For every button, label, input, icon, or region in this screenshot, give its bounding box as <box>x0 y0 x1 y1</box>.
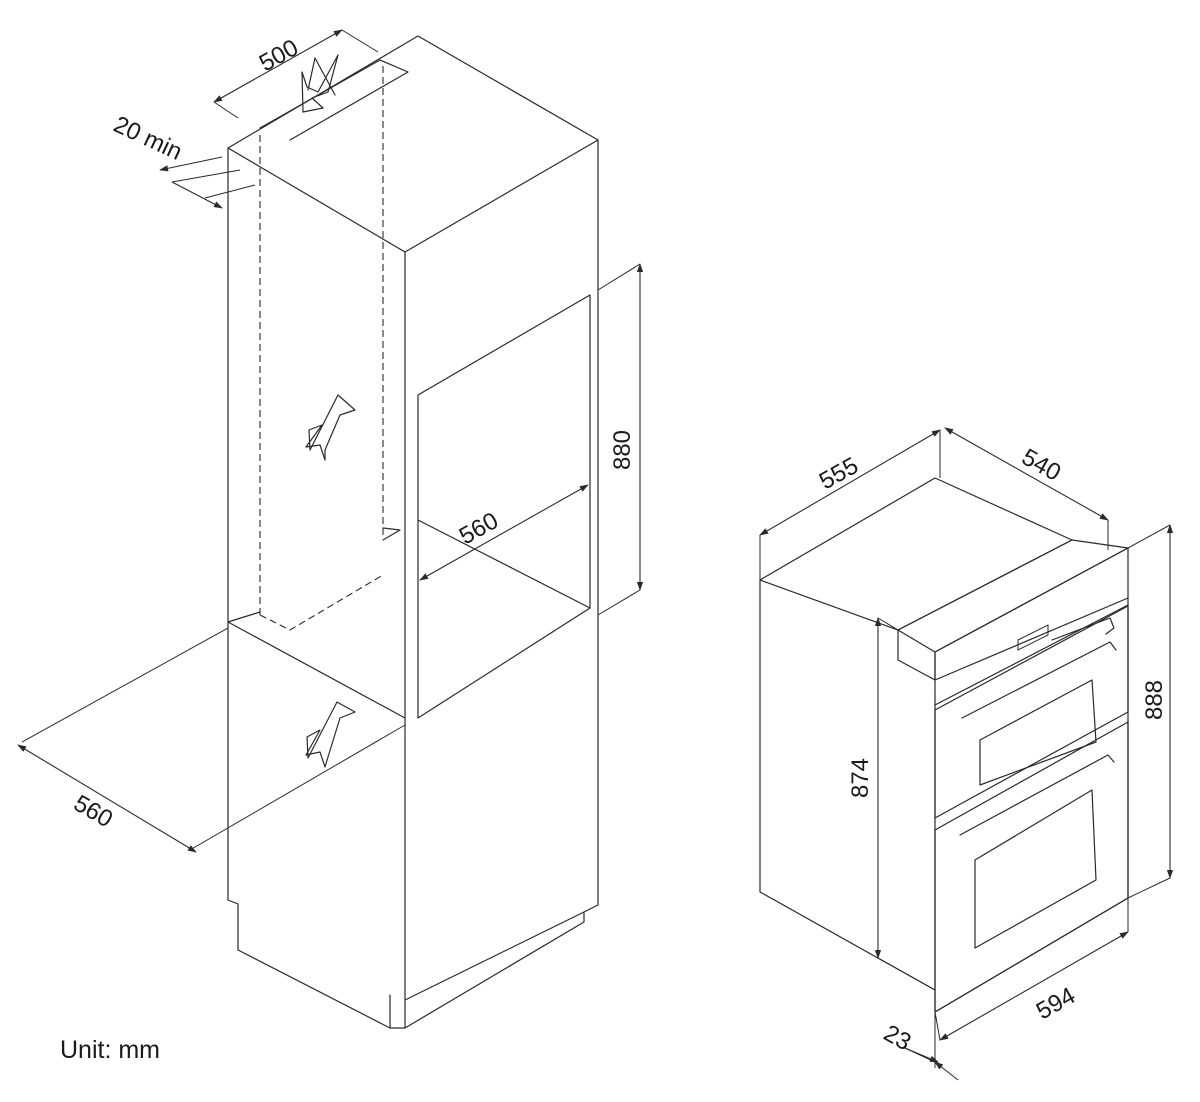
oven-side-label: 540 <box>1017 444 1065 487</box>
niche-width-dim <box>419 484 589 581</box>
unit-label: Unit: mm <box>60 1036 160 1064</box>
vent-width-dim <box>213 29 343 103</box>
oven-body <box>759 477 1073 991</box>
oven-width-dim <box>939 931 1129 1041</box>
rear-vent-bottom <box>382 527 401 541</box>
oven-depth-dim <box>759 429 941 536</box>
oven-depth-label: 555 <box>815 452 863 495</box>
gap-dim-1 <box>159 156 223 172</box>
main-oven-handle <box>959 754 1115 836</box>
floor-extension <box>21 627 406 851</box>
top-oven-window <box>979 679 1097 786</box>
top-handle <box>1051 617 1115 641</box>
airflow-arrow-icon <box>305 701 356 768</box>
oven-niche <box>417 294 591 719</box>
cabinet-depth-dim <box>17 744 197 853</box>
rear-vent-channel <box>259 66 384 631</box>
top-oven-handle <box>961 641 1117 719</box>
top-oven-door <box>934 605 1129 819</box>
oven-drawing: 555 540 888 874 594 23 <box>759 427 1174 1081</box>
vent-width-label: 500 <box>255 34 303 77</box>
cabinet-front-face <box>404 139 599 1001</box>
oven-width-label: 594 <box>1032 982 1080 1025</box>
cabinet-plinth <box>227 899 599 1029</box>
control-strip <box>934 597 1129 706</box>
front-thickness-dim-2 <box>934 1061 959 1081</box>
airflow-arrow-icon <box>305 394 356 461</box>
gap-dim-2 <box>171 181 223 209</box>
airflow-arrow-icon <box>301 54 339 113</box>
cabinet-drawing: 500 20 min 880 560 560 <box>17 29 644 1029</box>
niche-width-label: 560 <box>455 507 503 550</box>
display-window <box>1017 624 1049 651</box>
gap-min-label: 20 min <box>109 111 186 166</box>
oven-side-dim <box>944 427 1109 521</box>
cabinet-depth-label: 560 <box>69 790 117 833</box>
oven-height-body-label: 874 <box>847 758 874 798</box>
niche-height-label: 880 <box>609 430 636 470</box>
oven-height-total-label: 888 <box>1141 680 1168 720</box>
cabinet-shelf <box>227 611 406 719</box>
main-oven-window <box>974 789 1097 949</box>
oven-front <box>934 547 1129 1013</box>
